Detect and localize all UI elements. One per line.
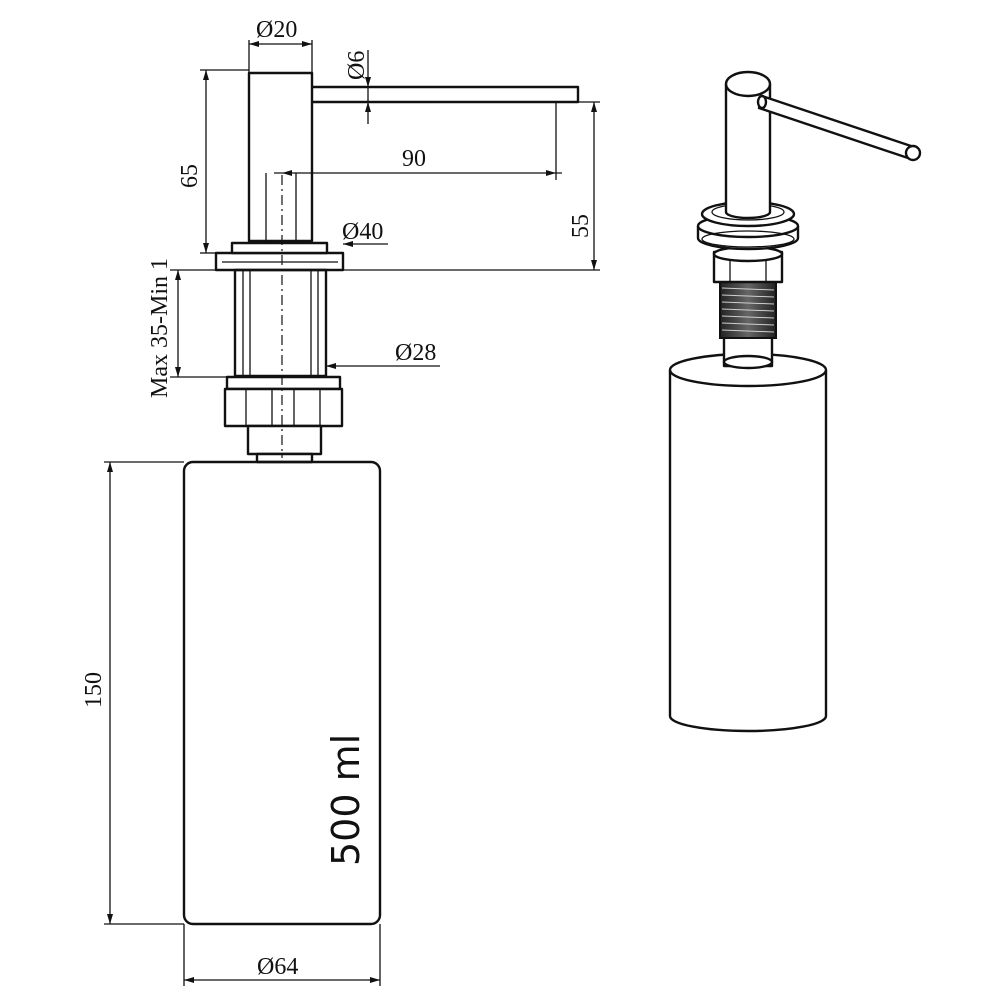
bottle-capacity-label: 500 ml [324, 734, 368, 866]
spout-height-label: 65 [177, 164, 203, 188]
shank [233, 268, 328, 378]
perspective-nut [712, 245, 784, 284]
dimension-lines [104, 40, 600, 986]
dimension-labels: Ø20 Ø6 65 90 55 Ø40 Max 35-Min 1 Ø28 150… [81, 17, 594, 980]
perspective-view [668, 70, 922, 733]
front-view: 500 ml [182, 71, 580, 926]
lock-nut [223, 375, 344, 464]
perspective-bottle [668, 352, 828, 733]
bottle-diameter-label: Ø64 [257, 954, 298, 980]
bottle-height-label: 150 [81, 672, 107, 708]
bottle [182, 460, 382, 926]
shank-diameter-label: Ø28 [395, 340, 436, 366]
perspective-spout [724, 70, 922, 220]
spout-nozzle [312, 85, 580, 104]
perspective-threads [719, 281, 777, 370]
spout-column [247, 71, 314, 243]
clearance-label: 55 [568, 214, 594, 238]
nozzle-diameter-label: Ø6 [344, 51, 370, 80]
counter-thickness-label: Max 35-Min 1 [147, 258, 173, 398]
flange-diameter-label: Ø40 [342, 219, 383, 245]
spout-diameter-label: Ø20 [256, 17, 297, 43]
spout-reach-label: 90 [402, 146, 426, 172]
